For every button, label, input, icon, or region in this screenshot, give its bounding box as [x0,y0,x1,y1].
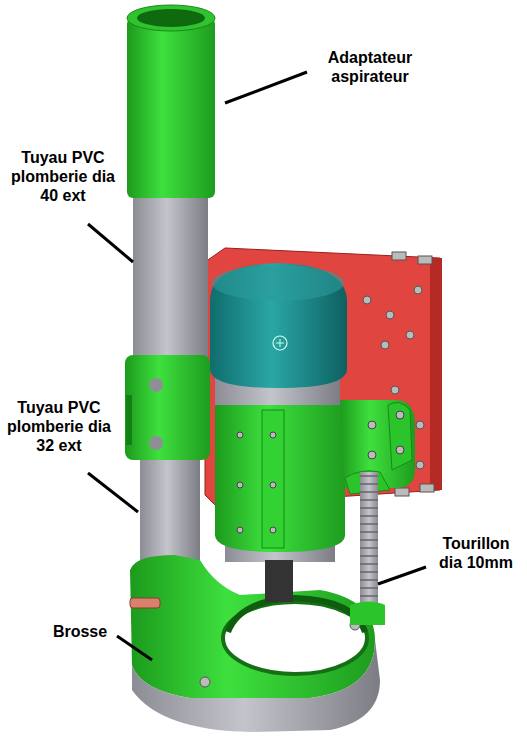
part-label: Tourillon dia 10mm [430,534,522,572]
part-label: Tuyau PVC plomberie dia 32 ext [0,398,118,455]
part-label: Tuyau PVC plomberie dia 40 ext [4,148,122,205]
part-label: Adaptateur aspirateur [310,48,430,86]
part-label: Brosse [40,622,120,641]
